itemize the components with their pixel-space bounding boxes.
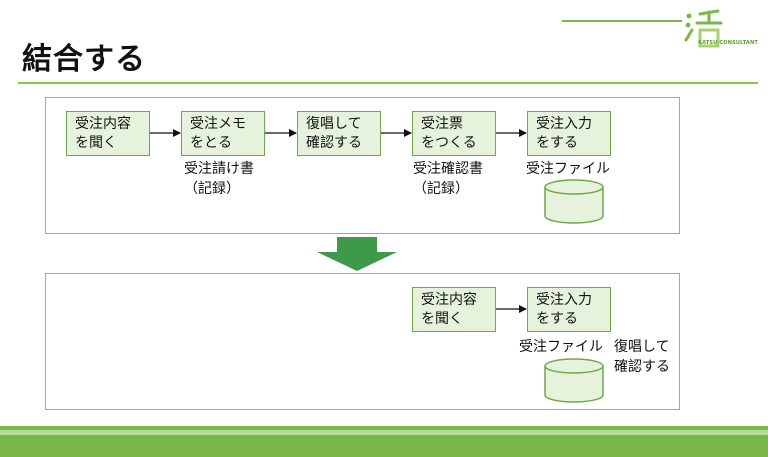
step-make-slip: 受注票をつくる <box>412 111 496 156</box>
footer-band-bottom <box>0 435 768 457</box>
step-enter-order: 受注入力をする <box>527 111 611 156</box>
database-icon <box>544 358 604 403</box>
footer-band-light <box>0 430 768 435</box>
step-enter-order-merged: 受注入力をする <box>527 287 611 332</box>
caption-confirmation-record: 受注確認書（記録） <box>413 161 483 197</box>
footer-band <box>0 426 768 430</box>
step-repeat-confirm: 復唱して確認する <box>297 111 381 156</box>
step-receive-order-merged: 受注内容を聞く <box>412 287 496 332</box>
caption-order-file-merged: 受注ファイル <box>519 339 603 355</box>
logo-line <box>562 20 682 22</box>
step-receive-order: 受注内容を聞く <box>66 111 150 156</box>
step-take-memo: 受注メモをとる <box>181 111 265 156</box>
katsu-logo-icon <box>684 9 723 48</box>
logo-text: KATSU CONSULTANT <box>698 40 758 46</box>
slide-title: 結合する <box>22 42 146 77</box>
database-icon <box>544 179 604 224</box>
caption-acceptance-record: 受注請け書（記録） <box>184 161 254 197</box>
transform-arrow-icon <box>317 237 397 271</box>
caption-repeat-confirm-merged: 復唱して確認する <box>614 339 670 375</box>
caption-order-file: 受注ファイル <box>526 161 610 177</box>
title-divider <box>18 82 758 84</box>
